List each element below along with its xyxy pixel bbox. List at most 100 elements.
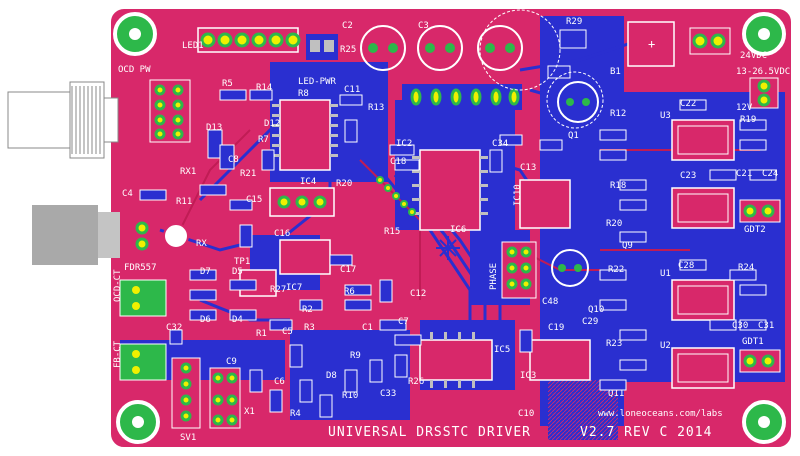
outline-c1-region: [479, 9, 561, 91]
ic-pins: [272, 104, 488, 388]
label-fdr557: FDR557: [124, 263, 157, 273]
fb-ct-connector: [119, 343, 167, 381]
label-ic10: IC10: [513, 184, 523, 206]
label-d6: D6: [200, 315, 211, 325]
label-c9: C9: [226, 357, 237, 367]
label-c2: C2: [342, 21, 353, 31]
label-c23: C23: [680, 171, 696, 181]
label-r7: R7: [258, 135, 269, 145]
via-cluster: [376, 176, 416, 216]
label-ic5: IC5: [494, 345, 510, 355]
ocd-header: [149, 79, 191, 143]
label-c11: C11: [344, 85, 360, 95]
board-version: V2.7 REV C 2014: [580, 425, 712, 440]
label-r26: R26: [408, 377, 424, 387]
label-c10: C10: [518, 409, 534, 419]
gate-driver-u3: [671, 119, 735, 161]
label-u2: U2: [660, 341, 671, 351]
mounting-hole-bl: [116, 400, 160, 444]
label-b1: B1: [610, 67, 621, 77]
phase-header: [501, 241, 537, 299]
outline-c200-region: [546, 71, 604, 129]
gdt1-connector: [739, 349, 781, 373]
label-r1: R1: [256, 329, 267, 339]
label-r22: R22: [608, 265, 624, 275]
capacitor-c2: [360, 25, 406, 71]
label-r11: R11: [176, 197, 192, 207]
label-c31: C31: [758, 321, 774, 331]
label-r13: R13: [368, 103, 384, 113]
power-connector-12v: [749, 77, 779, 109]
label-c15: C15: [246, 195, 262, 205]
label-ic2: IC2: [396, 139, 412, 149]
silk-labels: C2 C3 R25 R29 B1 LED-PWR LED1 24VDC 13-2…: [113, 17, 790, 443]
smd-parts: [139, 29, 777, 418]
label-r25: R25: [340, 45, 356, 55]
label-c30: C30: [732, 321, 748, 331]
label-ic4: IC4: [300, 177, 316, 187]
label-rx1: RX1: [180, 167, 196, 177]
label-24vdc: 24VDC: [740, 51, 767, 61]
label-c8: C8: [228, 155, 239, 165]
capacitor-c48: [551, 249, 589, 287]
gate-driver-u4: [671, 187, 735, 229]
ocd-ct-connector: [119, 279, 167, 317]
label-q11: Q11: [608, 389, 624, 399]
label-r20b: R20: [336, 179, 352, 189]
label-ic6: IC6: [450, 225, 466, 235]
label-c12: C12: [410, 289, 426, 299]
ic4-regulator: [269, 187, 335, 217]
label-c32: C32: [166, 323, 182, 333]
label-r6: R6: [344, 287, 355, 297]
label-r27: R27: [270, 285, 286, 295]
mounting-hole-tr: [742, 12, 786, 56]
label-d13: D13: [206, 123, 222, 133]
bnc-connector: [7, 81, 119, 159]
label-r2: R2: [302, 305, 313, 315]
label-led1: LED1: [182, 41, 204, 51]
led-header: [197, 27, 301, 53]
label-c34: C34: [492, 139, 508, 149]
label-c5: C5: [282, 327, 293, 337]
label-c18: C18: [390, 157, 406, 167]
label-ocd-ct: OCD-CT: [113, 269, 123, 302]
label-u1: U1: [660, 269, 671, 279]
capacitor-c1: [477, 25, 523, 71]
label-d5: D5: [232, 267, 243, 277]
fiber-receiver: [32, 205, 120, 265]
label-c48: C48: [542, 297, 558, 307]
label-ocd-pw: OCD PW: [118, 65, 151, 75]
rx-pad: [163, 223, 189, 249]
label-r10: R10: [342, 391, 358, 401]
label-r15: R15: [384, 227, 400, 237]
label-fb-ct: FB-CT: [113, 340, 123, 368]
ic-chips: [239, 99, 591, 381]
label-tp1: TP1: [234, 257, 250, 267]
board-url: www.loneoceans.com/labs: [598, 409, 723, 419]
label-c21: C21: [736, 169, 752, 179]
label-c29: C29: [582, 317, 598, 327]
label-c13: C13: [520, 163, 536, 173]
label-d4: D4: [232, 315, 243, 325]
label-phase: PHASE: [489, 263, 499, 290]
label-c17: C17: [340, 265, 356, 275]
mounting-hole-tl: [113, 12, 157, 56]
fiducial-star: [436, 236, 460, 260]
capacitor-c3: [417, 25, 463, 71]
label-u3: U3: [660, 111, 671, 121]
regulator-b1: [627, 21, 675, 67]
label-r14: R14: [256, 83, 272, 93]
label-r23: R23: [606, 339, 622, 349]
mounting-hole-br: [742, 400, 786, 444]
label-ic3: IC3: [520, 371, 536, 381]
label-c1: C1: [362, 323, 373, 333]
label-c7: C7: [398, 317, 409, 327]
label-r24: R24: [738, 263, 754, 273]
label-ic7: IC7: [286, 283, 302, 293]
label-r20: R20: [606, 219, 622, 229]
label-r8: R8: [298, 89, 309, 99]
label-c22: C22: [680, 99, 696, 109]
label-r3: R3: [304, 323, 315, 333]
